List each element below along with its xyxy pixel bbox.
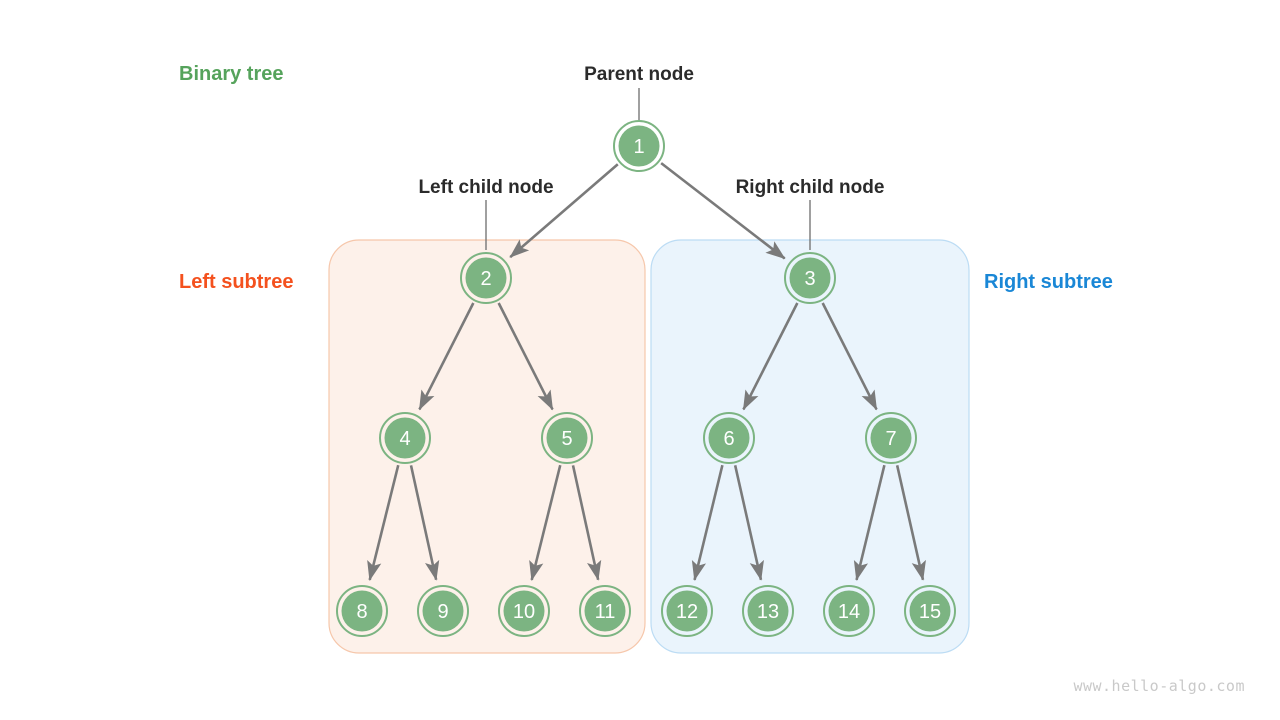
right-subtree-label: Right subtree — [984, 271, 1113, 293]
node-circle — [870, 417, 912, 459]
node-circle — [341, 590, 383, 632]
tree-node-1[interactable]: 1 — [613, 120, 665, 172]
node-circle — [828, 590, 870, 632]
node-circle — [666, 590, 708, 632]
node-value: 11 — [595, 601, 616, 623]
node-circle — [618, 125, 660, 167]
tree-edge-2-4 — [418, 302, 475, 411]
tree-edge-6-13 — [733, 465, 764, 581]
node-outer-ring — [379, 412, 431, 464]
tree-node-12[interactable]: 12 — [661, 585, 713, 637]
parent-node-label: Parent node — [584, 64, 694, 85]
node-circle — [465, 257, 507, 299]
node-circle — [584, 590, 626, 632]
node-outer-ring — [904, 585, 956, 637]
tree-edge-7-15 — [895, 465, 926, 581]
page-title: Binary tree — [179, 63, 284, 85]
node-value: 15 — [919, 601, 941, 623]
node-value: 1 — [633, 136, 644, 158]
node-circle — [789, 257, 831, 299]
node-outer-ring — [823, 585, 875, 637]
tree-edge-1-3 — [660, 162, 786, 260]
node-circle — [708, 417, 750, 459]
node-outer-ring — [865, 412, 917, 464]
tree-edge-7-14 — [853, 464, 886, 581]
node-outer-ring — [417, 585, 469, 637]
left-child-node-label: Left child node — [418, 177, 553, 198]
tree-node-7[interactable]: 7 — [865, 412, 917, 464]
node-outer-ring — [703, 412, 755, 464]
node-circle — [384, 417, 426, 459]
tree-edge-4-9 — [409, 465, 440, 581]
node-circle — [503, 590, 545, 632]
tree-edge-4-8 — [367, 464, 400, 581]
node-outer-ring — [541, 412, 593, 464]
node-value: 9 — [437, 601, 448, 623]
node-circle — [422, 590, 464, 632]
watermark: www.hello-algo.com — [1073, 677, 1245, 695]
node-outer-ring — [498, 585, 550, 637]
node-circle — [546, 417, 588, 459]
node-outer-ring — [579, 585, 631, 637]
tree-node-3[interactable]: 3 — [784, 252, 836, 304]
node-outer-ring — [460, 252, 512, 304]
tree-edge-5-10 — [529, 464, 562, 581]
node-outer-ring — [661, 585, 713, 637]
left-subtree-box — [328, 239, 646, 654]
node-outer-ring — [613, 120, 665, 172]
node-value: 10 — [513, 601, 535, 623]
node-outer-ring — [742, 585, 794, 637]
node-value: 3 — [804, 268, 815, 290]
tree-node-14[interactable]: 14 — [823, 585, 875, 637]
node-circle — [747, 590, 789, 632]
tree-node-2[interactable]: 2 — [460, 252, 512, 304]
node-value: 8 — [356, 601, 367, 623]
right-subtree-box — [650, 239, 970, 654]
tree-edges — [367, 162, 926, 581]
tree-edge-3-6 — [742, 302, 799, 411]
tree-edge-5-11 — [571, 465, 602, 581]
node-value: 7 — [885, 428, 896, 450]
node-circle — [909, 590, 951, 632]
tree-node-13[interactable]: 13 — [742, 585, 794, 637]
node-value: 6 — [723, 428, 734, 450]
right-child-node-label: Right child node — [736, 177, 885, 198]
tree-node-6[interactable]: 6 — [703, 412, 755, 464]
tree-node-4[interactable]: 4 — [379, 412, 431, 464]
tree-node-9[interactable]: 9 — [417, 585, 469, 637]
tree-node-15[interactable]: 15 — [904, 585, 956, 637]
tree-edge-1-2 — [509, 163, 619, 259]
node-outer-ring — [784, 252, 836, 304]
node-value: 12 — [676, 601, 698, 623]
tree-node-5[interactable]: 5 — [541, 412, 593, 464]
tree-node-11[interactable]: 11 — [579, 585, 631, 637]
tree-node-10[interactable]: 10 — [498, 585, 550, 637]
tree-edge-6-12 — [691, 464, 724, 581]
node-value: 13 — [757, 601, 779, 623]
node-value: 5 — [561, 428, 572, 450]
node-value: 2 — [480, 268, 491, 290]
node-value: 4 — [399, 428, 410, 450]
tree-edge-2-5 — [497, 302, 554, 411]
tree-node-8[interactable]: 8 — [336, 585, 388, 637]
tree-edge-3-7 — [821, 302, 878, 411]
node-outer-ring — [336, 585, 388, 637]
annotation-leaders — [485, 88, 811, 250]
left-subtree-label: Left subtree — [179, 271, 293, 293]
subtree-boxes — [328, 239, 970, 654]
node-value: 14 — [838, 601, 860, 623]
